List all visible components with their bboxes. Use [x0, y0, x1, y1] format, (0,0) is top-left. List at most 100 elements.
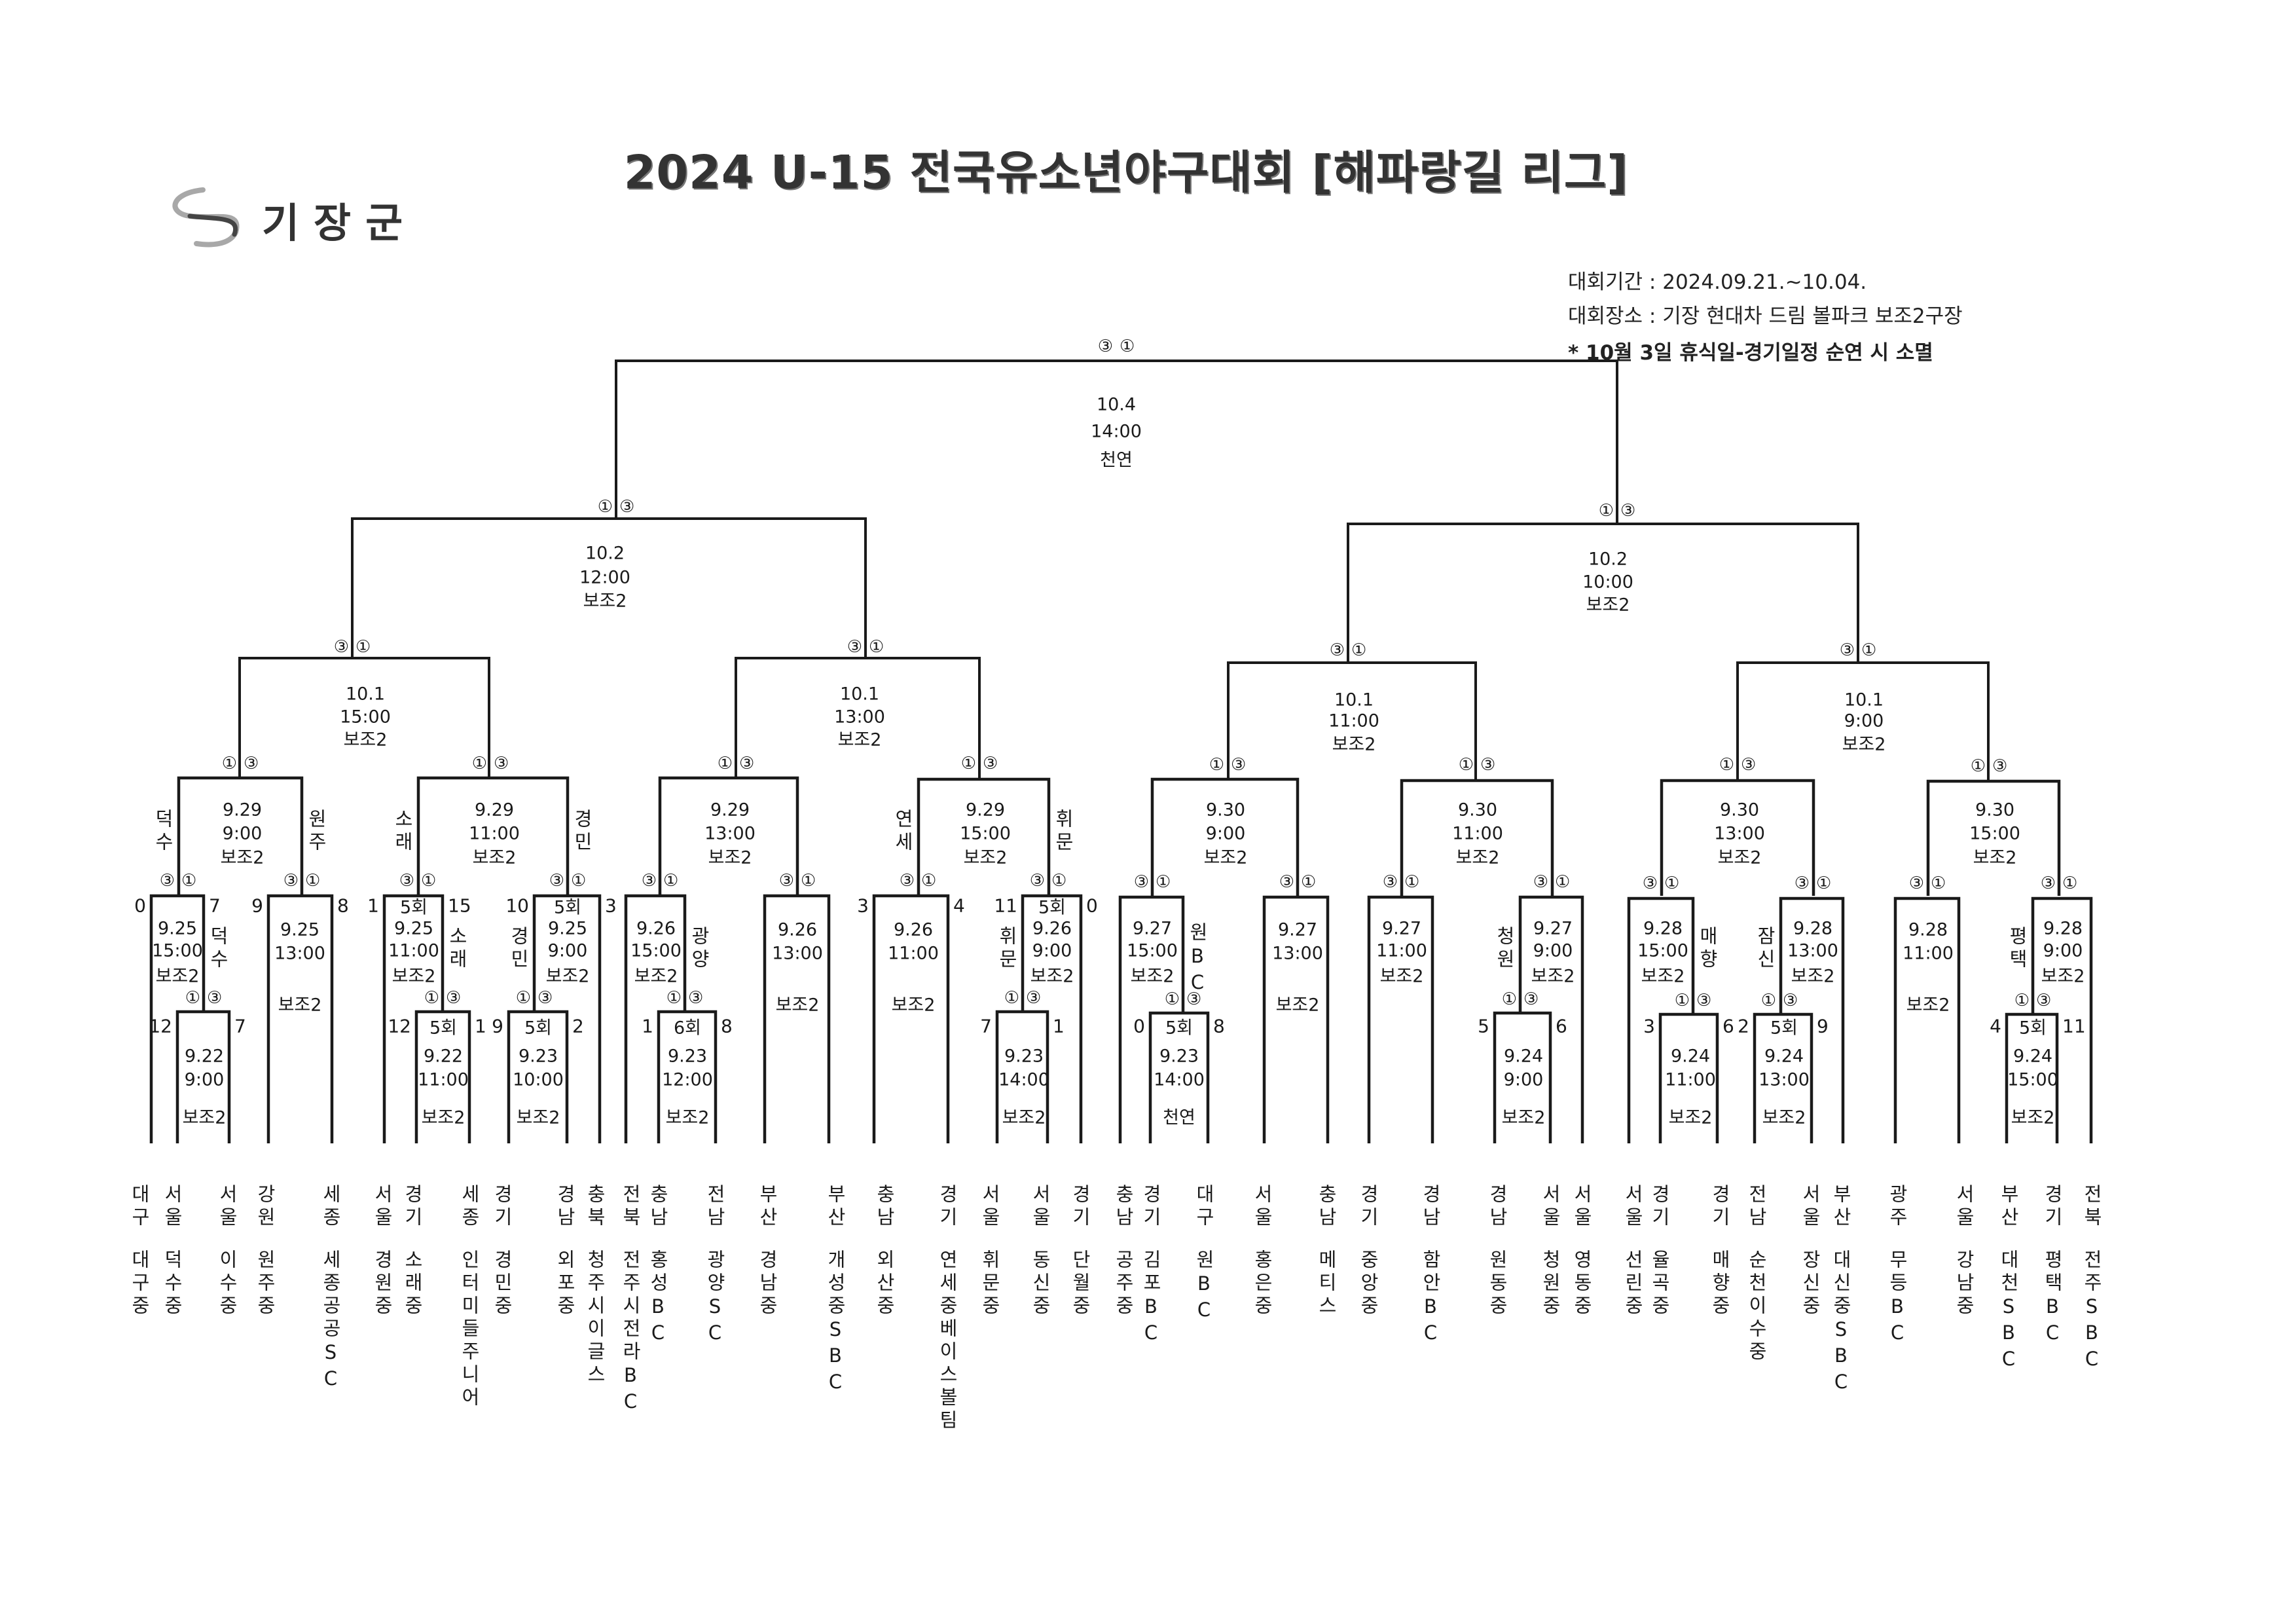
match-time: 9:00: [222, 823, 263, 844]
bracket-line-H1: [1893, 896, 1961, 1143]
seed-circle-left: ③: [2040, 874, 2056, 893]
match-date: 9.28: [1643, 918, 1683, 939]
bracket-line-A1a: [175, 1010, 231, 1143]
match-time: 11:00: [1376, 940, 1427, 961]
page-title: 2024 U-15 전국유소년야구대회 [해파랑길 리그]: [623, 145, 1629, 200]
team-region: 부산: [1997, 1184, 2020, 1230]
seed-circle-left: ①: [666, 988, 682, 1008]
bracket-line-B2: [532, 894, 602, 1143]
match-date: 9.25: [280, 919, 320, 940]
winner-label-right: 원주: [305, 809, 327, 855]
score-left: 1: [642, 1015, 653, 1037]
match-date: 9.28: [1793, 918, 1833, 939]
winner-label-left: 청원: [1493, 926, 1516, 972]
score-left: 5: [1478, 1015, 1489, 1037]
match-date: 9.24: [1764, 1046, 1804, 1067]
team-region: 전남: [704, 1184, 726, 1230]
seed-circle-left: ③: [1533, 872, 1548, 892]
team-region: 경남: [554, 1184, 576, 1230]
team-name: 대천SBC: [1997, 1249, 2020, 1374]
team-name: 전주SBC: [2081, 1249, 2103, 1374]
match-time: 12:00: [579, 567, 630, 588]
match-date: 9.24: [1670, 1046, 1711, 1067]
winner-label-right: 원BC: [1186, 922, 1209, 997]
bracket-line-G2a: [1753, 1012, 1813, 1143]
team-region: 경기: [1709, 1184, 1731, 1230]
bracket-line-QF1: [238, 657, 490, 778]
match-inning: 5회: [1770, 1018, 1798, 1039]
team-name: 연세중베이스볼팀: [936, 1249, 958, 1433]
seed-circle-left: ①: [1164, 989, 1180, 1009]
match-time: 9:00: [1032, 940, 1072, 961]
team-region: 서울: [1539, 1184, 1561, 1230]
seed-circle-right: ③: [1186, 989, 1202, 1009]
bracket-line-R16b: [416, 776, 570, 896]
match-time: 15:00: [1637, 940, 1688, 961]
score-left: 9: [251, 895, 263, 917]
match-date: 9.29: [474, 800, 515, 821]
seed-circle-right: ①: [1404, 872, 1420, 892]
match-time: 9:00: [1533, 940, 1573, 961]
team-name: 인터미들주니어: [458, 1249, 481, 1410]
score-left: 3: [1643, 1015, 1655, 1037]
match-venue: 보조2: [1531, 966, 1575, 987]
match-venue: 보조2: [1906, 995, 1950, 1016]
match-time: 13:00: [1714, 823, 1765, 844]
bracket-line-E1: [1118, 895, 1185, 1143]
score-right: 15: [448, 895, 471, 917]
match-venue: 보조2: [708, 847, 752, 868]
match-time: 11:00: [888, 943, 939, 964]
bracket-line-QF2: [735, 657, 981, 778]
match-date: 9.29: [222, 800, 263, 821]
match-inning: 5회: [2018, 1018, 2047, 1039]
team-region: 광주: [1886, 1184, 1908, 1230]
team-name: 무등BC: [1886, 1249, 1908, 1348]
team-region: 서울: [1622, 1184, 1644, 1230]
bracket-line-R16c: [658, 776, 799, 896]
match-time: 15:00: [1969, 823, 2020, 844]
seed-circle-left: ③: [1839, 640, 1855, 660]
seed-circle-right: ③: [1741, 755, 1757, 775]
bracket-line-R16g: [1660, 779, 1815, 896]
seed-circle-left: ③: [1908, 874, 1924, 893]
seed-circle-left: ①: [185, 988, 200, 1008]
seed-circle-right: ③: [1620, 501, 1636, 521]
score-left: 12: [149, 1015, 172, 1037]
team-region: 전북: [619, 1184, 642, 1230]
team-region: 부산: [756, 1184, 778, 1230]
team-region: 충남: [873, 1184, 896, 1230]
seed-circle-left: ③: [159, 871, 175, 891]
team-name: 덕수중: [161, 1249, 183, 1318]
match-venue: 보조2: [545, 966, 590, 987]
winner-label-left: 경민: [507, 926, 530, 972]
team-name: 매향중: [1709, 1249, 1731, 1318]
score-right: 3: [605, 895, 617, 917]
seed-circle-right: ①: [869, 637, 884, 657]
match-venue: 보조2: [1717, 847, 1762, 868]
seed-circle-right: ③: [1480, 755, 1496, 775]
seed-circle-left: ①: [597, 497, 613, 517]
score-right: 7: [234, 1015, 246, 1037]
score-right: 8: [721, 1015, 733, 1037]
gijang-logo: 기장군: [164, 183, 412, 249]
match-time: 15:00: [340, 707, 391, 728]
match-venue: 보조2: [1203, 847, 1248, 868]
match-date: 9.22: [184, 1046, 225, 1067]
seed-circle-right: ①: [305, 871, 321, 891]
bracket-line-F2: [1518, 895, 1584, 1143]
team-region: 서울: [1571, 1184, 1593, 1230]
score-right: 2: [572, 1015, 584, 1037]
